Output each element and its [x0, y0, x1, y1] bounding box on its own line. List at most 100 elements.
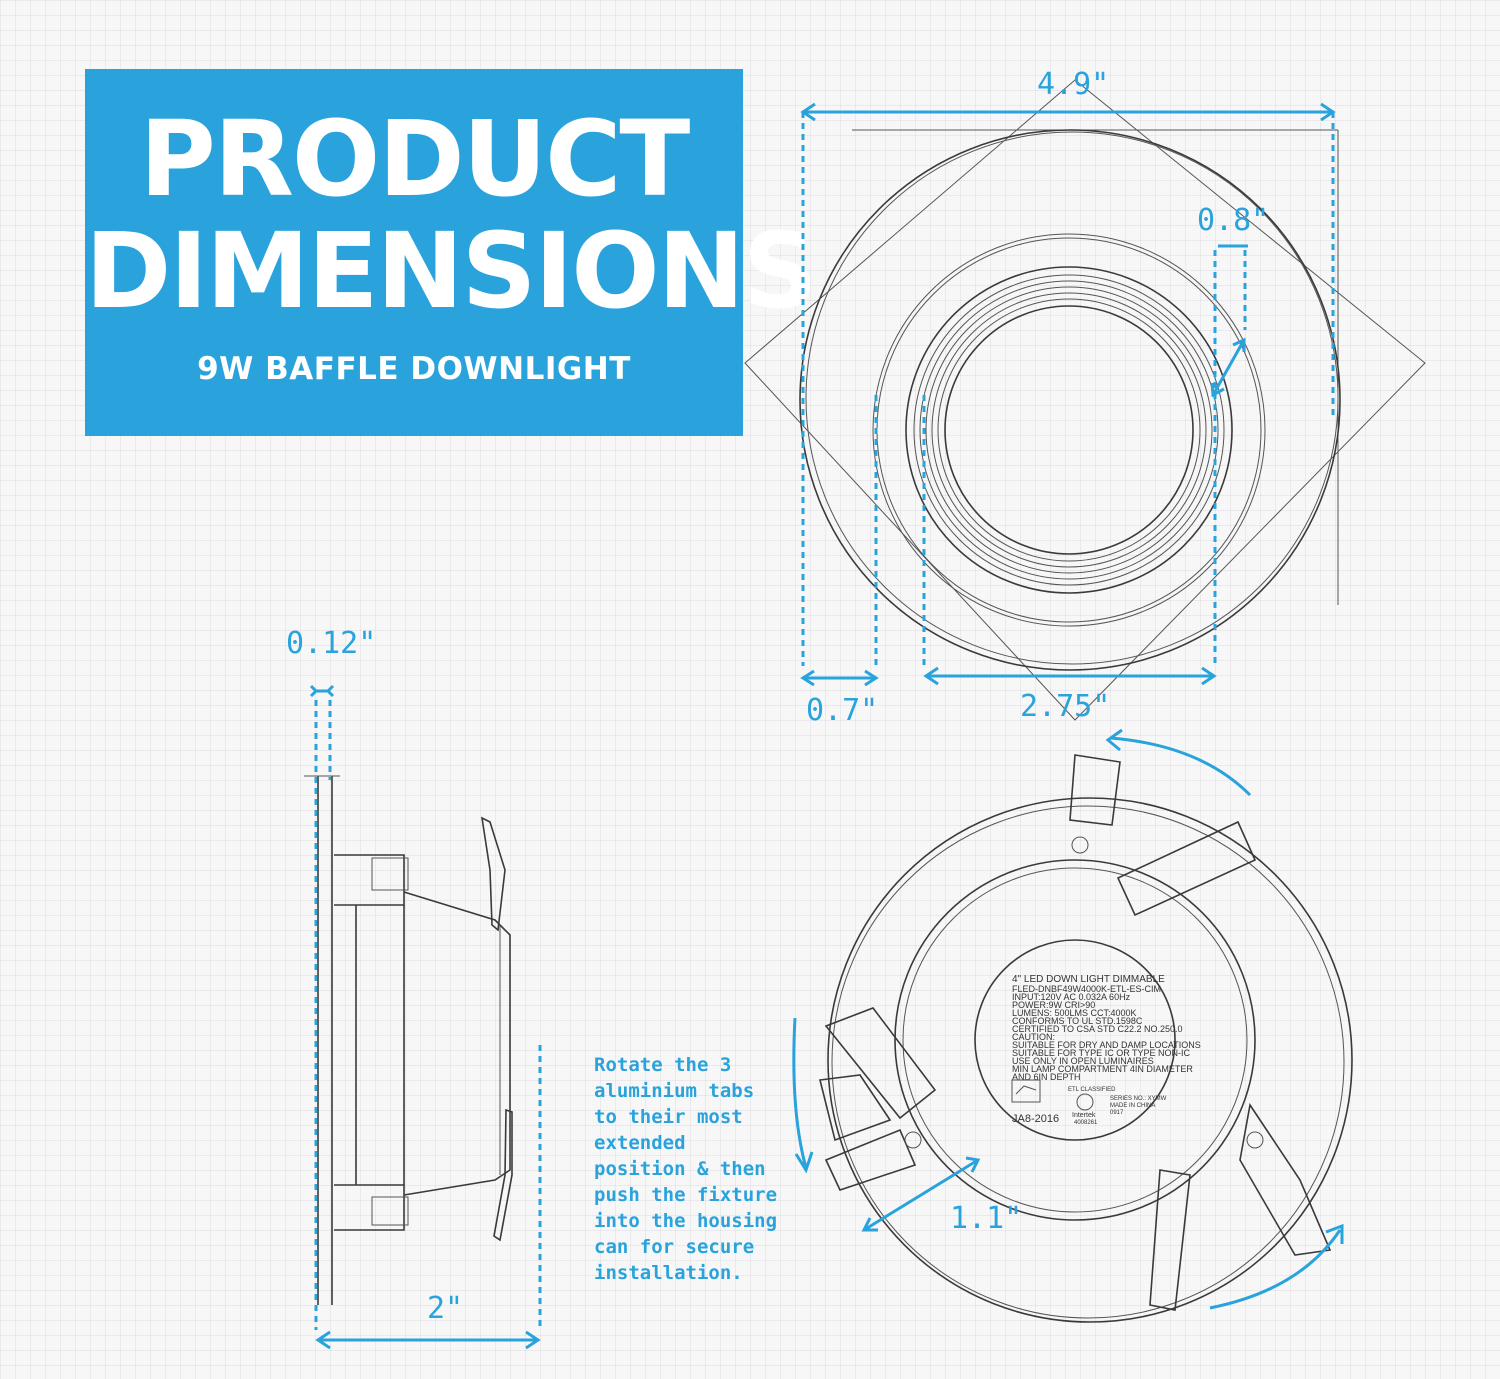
label-line: CERTIFIED TO CSA STD C22.2 NO.250.0 [1012, 1024, 1183, 1034]
dim-baffle-arrowhead-bottom [1210, 382, 1225, 398]
note-line: extended [594, 1132, 686, 1154]
dim-thickness-label: 0.12" [286, 626, 376, 661]
note-line: push the fixture [594, 1184, 778, 1206]
label-intertek-number: 4008261 [1074, 1120, 1098, 1126]
dim-trim-arrowhead-left [800, 669, 815, 687]
dim-cutout-arrowhead-left [923, 666, 939, 686]
label-line: SUITABLE FOR DRY AND DAMP LOCATIONS [1012, 1040, 1201, 1050]
installation-note: Rotate the 3 aluminium tabs to their mos… [594, 1052, 814, 1286]
label-line: INPUT:120V AC 0.032A 60Hz [1012, 992, 1131, 1002]
note-line: installation. [594, 1262, 743, 1284]
dim-height-arrowhead-left [315, 1330, 331, 1350]
title-line-1: PRODUCT [139, 98, 691, 220]
energy-star-logo-mark [1015, 1085, 1037, 1095]
back-view-screw-top [1071, 836, 1089, 854]
back-view-trim-circle [827, 797, 1353, 1323]
back-view-tab-left [824, 1007, 937, 1120]
dim-height-label: 2" [427, 1291, 463, 1326]
top-view-baffle-ring-7 [944, 305, 1194, 555]
dim-trim-label: 0.7" [806, 693, 878, 728]
dim-cutout-label: 2.75" [1020, 689, 1110, 724]
note-line: can for secure [594, 1236, 755, 1258]
title-line-2: DIMENSIONS [85, 210, 818, 332]
top-view-baffle-ring-2 [913, 274, 1225, 586]
note-line: to their most [594, 1106, 743, 1128]
top-view-trim-circle [799, 129, 1341, 671]
label-line: CAUTION: [1012, 1032, 1055, 1042]
dim-height-arrowhead-right [525, 1330, 541, 1350]
dim-baffle-arrowhead-top [1232, 337, 1246, 352]
label-line: USE ONLY IN OPEN LUMINAIRES [1012, 1056, 1154, 1066]
back-view-housing [894, 859, 1256, 1221]
label-line: POWER:9W CRI>90 [1012, 1000, 1095, 1010]
top-view-baffle-ring-6 [937, 298, 1201, 562]
label-etl: ETL CLASSIFIED [1068, 1087, 1116, 1093]
top-view-inner-body-2 [876, 237, 1262, 623]
label-made-in: MADE IN CHINA [1110, 1103, 1155, 1109]
dim-tab-arrow [863, 1158, 979, 1232]
back-view-screw-left [904, 1131, 922, 1149]
energy-star-logo [1011, 1079, 1041, 1103]
rotate-arrow-left [792, 1017, 808, 1169]
rotate-arrowhead-bottom [1325, 1223, 1344, 1244]
note-line: into the housing [594, 1210, 778, 1232]
side-view-driver-body [403, 891, 511, 1196]
back-view-tab-top-right [1116, 820, 1257, 917]
label-line: SUITABLE FOR TYPE IC OR TYPE NON-IC [1012, 1048, 1191, 1058]
label-line: AND 6IN DEPTH [1012, 1072, 1081, 1082]
dim-width-label: 4.9" [1037, 67, 1109, 102]
label-line: FLED-DNBF49W4000K-ETL-ES-CIM [1012, 984, 1161, 994]
top-view-diamond [744, 79, 1426, 721]
side-view-clip-top [371, 857, 409, 891]
title-banner: PRODUCT DIMENSIONS 9W BAFFLE DOWNLIGHT [85, 69, 818, 436]
top-view-inner-body [872, 233, 1266, 627]
dim-width-arrowhead-right [1320, 102, 1336, 122]
top-view-baffle-ring-3 [919, 280, 1219, 580]
rotate-arrow-bottom [1209, 1229, 1342, 1310]
label-line: MIN LAMP COMPARTMENT 4IN DIAMETER [1012, 1064, 1193, 1074]
side-view-tab-top [480, 816, 506, 932]
label-line: LUMENS: 500LMS CCT:4000K [1012, 1008, 1137, 1018]
back-view-tab-bottom [1149, 1169, 1191, 1311]
dim-tab-arrowhead-right [965, 1156, 981, 1173]
top-view: 4.9" 0.8" 0.7" 2.75" [744, 67, 1426, 728]
label-line: CONFORMS TO UL STD.1598C [1012, 1016, 1143, 1026]
back-view: 4" LED DOWN LIGHT DIMMABLE FLED-DNBF49W4… [792, 728, 1353, 1323]
label-intertek: Intertek [1072, 1112, 1096, 1119]
top-view-trim-circle-2 [805, 131, 1339, 665]
side-view-clip-bottom [371, 1196, 409, 1226]
dim-trim-arrowhead-right [864, 669, 879, 687]
dim-cutout-arrowhead-right [1201, 666, 1217, 686]
label-ja8: JA8-2016 [1012, 1113, 1059, 1125]
back-view-tab-lower-left [824, 1128, 917, 1191]
side-view-tab-bottom [493, 1108, 513, 1242]
etl-logo [1076, 1093, 1094, 1111]
side-view: 0.12" 2" [286, 626, 542, 1350]
label-line: 4" LED DOWN LIGHT DIMMABLE [1012, 974, 1165, 985]
label-date-code: 0917 [1110, 1110, 1124, 1116]
back-view-tab-left-2 [819, 1074, 892, 1142]
dim-thickness-arrowhead-right [325, 684, 335, 698]
rotate-arrowhead-top [1105, 728, 1123, 752]
note-line: position & then [594, 1158, 766, 1180]
back-view-housing-2 [902, 867, 1248, 1213]
side-view-housing-bottom [334, 1184, 405, 1231]
top-view-baffle-ring-4 [925, 286, 1213, 574]
dim-tab-label: 1.1" [950, 1201, 1022, 1236]
back-view-label-disc [974, 939, 1176, 1141]
dim-thickness-arrowhead-left [309, 684, 319, 698]
rotate-arrow-top [1109, 736, 1252, 797]
note-line: aluminium tabs [594, 1080, 755, 1102]
back-view-tab-top [1069, 754, 1121, 826]
top-view-baffle-ring-1 [905, 266, 1233, 594]
dim-baffle-arrow [1211, 339, 1246, 396]
dim-baffle-label: 0.8" [1197, 203, 1269, 238]
note-line: Rotate the 3 [594, 1054, 732, 1076]
top-view-baffle-ring-5 [931, 292, 1207, 568]
side-view-housing-top [334, 854, 405, 906]
rotate-arrowhead-left [794, 1151, 814, 1174]
label-series: SERIES NO.: XYMW [1110, 1096, 1167, 1102]
title-subtitle: 9W BAFFLE DOWNLIGHT [197, 351, 631, 387]
dim-width-arrowhead-left [800, 102, 816, 122]
